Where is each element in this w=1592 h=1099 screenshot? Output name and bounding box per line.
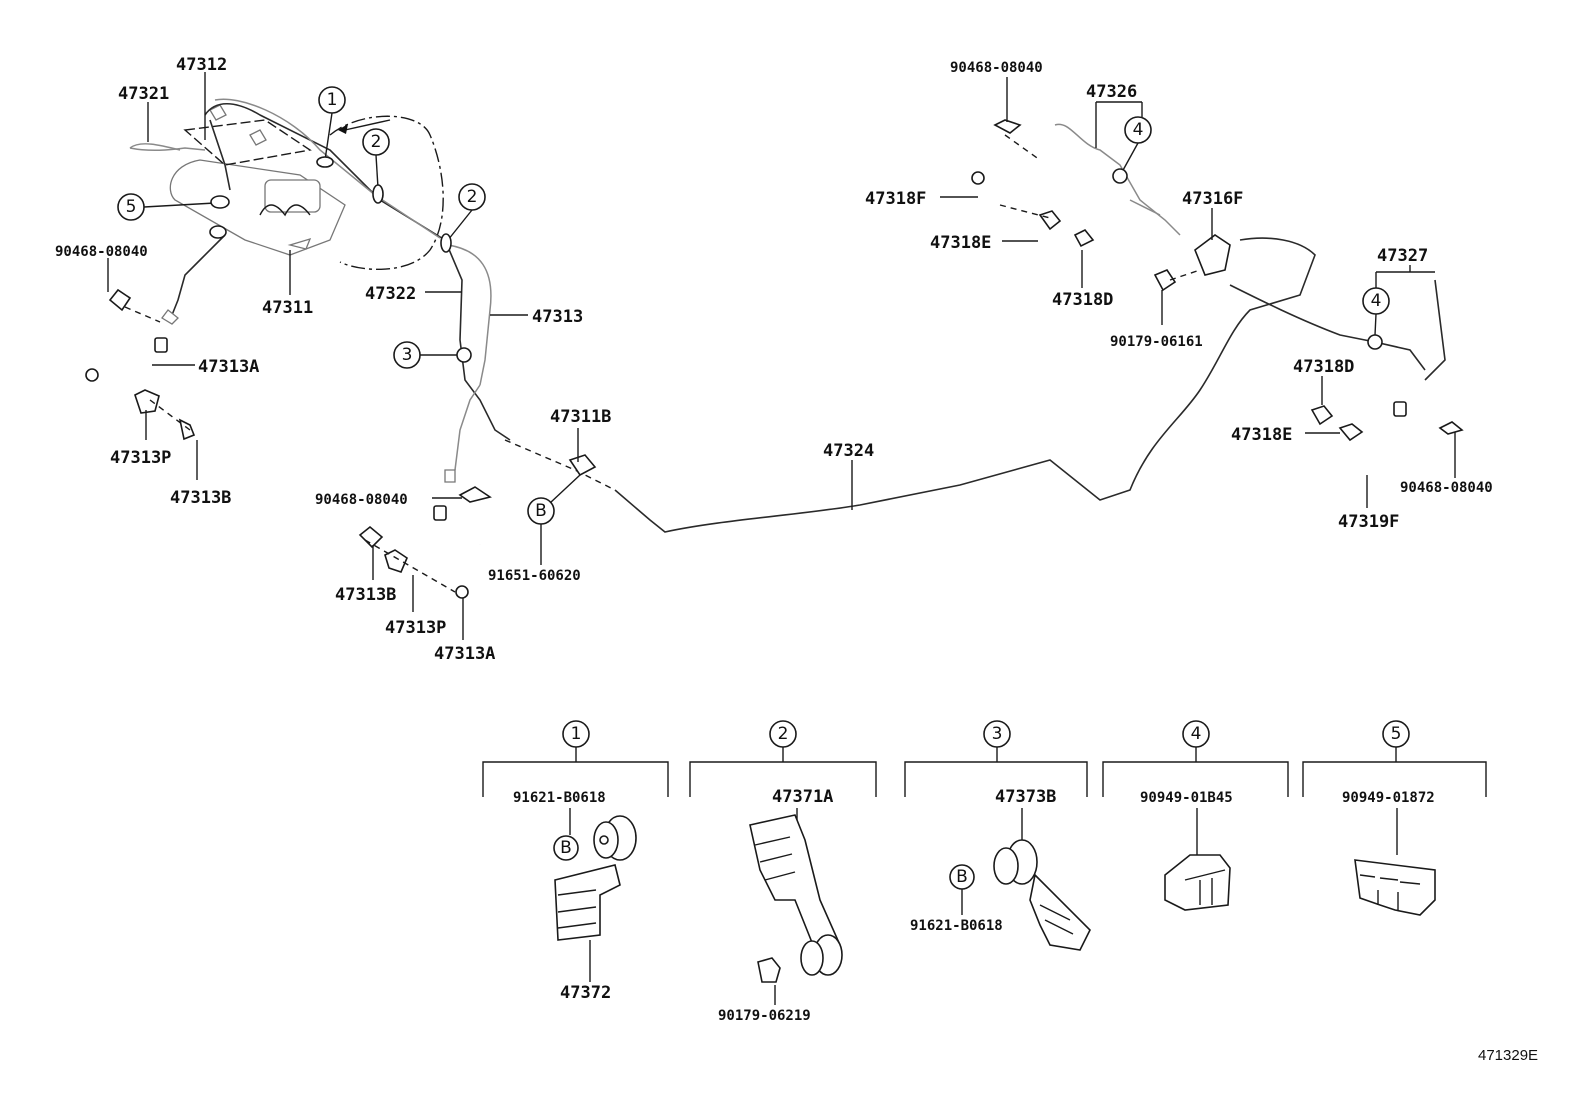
callout-b-label: B [535,501,547,521]
label-47313A-b: 47313A [434,644,495,664]
label-47313: 47313 [532,307,583,327]
callout-3-label: 3 [402,345,413,365]
label-47313P-a: 47313P [110,448,171,468]
rear-pipes [1054,123,1446,381]
callout-1-circle [318,86,346,114]
callout-4b-label: 4 [1371,291,1382,311]
label-47313A-a: 47313A [198,357,259,377]
brake-tube-47324 [614,237,1316,533]
label-47313P-b: 47313P [385,618,446,638]
label-91651-60620: 91651-60620 [488,568,581,584]
master-pipes [129,98,511,471]
detail-2-part-90179-06219: 90179-06219 [718,1008,811,1024]
detail-1-part-47372: 47372 [560,983,611,1003]
label-47322: 47322 [365,284,416,304]
detail-1-number: 1 [571,724,582,744]
label-47318E-b: 47318E [1231,425,1292,445]
callout-4a-label: 4 [1133,120,1144,140]
label-47318D-b: 47318D [1293,357,1354,377]
rear-right-hose [1310,401,1464,469]
rear-left-hose [971,119,1231,292]
label-47312: 47312 [176,55,227,75]
label-90468-08040-a: 90468-08040 [55,244,148,260]
callout-1-label: 1 [327,90,338,110]
part-labels: 47312 47321 90468-08040 47311 47313A 473… [55,55,1493,664]
figure-reference-code: 471329E [1478,1047,1538,1064]
detail-3-part-47373B: 47373B [995,787,1056,807]
label-47311B: 47311B [550,407,611,427]
leader-lines [107,72,1456,640]
label-47316F: 47316F [1182,189,1243,209]
callout-markers: 1 2 2 5 3 B 4 4 [117,86,1390,565]
label-47313B-a: 47313B [170,488,231,508]
detail-3-b-marker: B [956,867,968,887]
label-47313B-b: 47313B [335,585,396,605]
label-47318F: 47318F [865,189,926,209]
label-47318D-a: 47318D [1052,290,1113,310]
callout-2a-label: 2 [371,132,382,152]
front-left-hose [85,288,196,441]
label-90179-06161: 90179-06161 [1110,334,1203,350]
label-90468-08040-d: 90468-08040 [1400,480,1493,496]
detail-3-part-91621: 91621-B0618 [910,918,1003,934]
detail-4-part-90949-01B45: 90949-01B45 [1140,790,1233,806]
detail-1-part-91621: 91621-B0618 [513,790,606,806]
detail-5-part-90949-01872: 90949-01872 [1342,790,1435,806]
label-90468-08040-b: 90468-08040 [315,492,408,508]
label-47321: 47321 [118,84,169,104]
callout-2b-label: 2 [467,187,478,207]
label-47319F: 47319F [1338,512,1399,532]
detail-3-number: 3 [992,724,1003,744]
callout-5-label: 5 [126,197,137,217]
front-right-hose [358,439,616,599]
detail-2-part-47371A: 47371A [772,787,833,807]
brake-booster-assembly [169,104,444,271]
detail-4-number: 4 [1191,724,1202,744]
detail-legend: 1 2 3 4 5 91621-B0618 B 47372 47371A 901… [482,720,1487,1024]
label-47327: 47327 [1377,246,1428,266]
detail-1-b-marker: B [560,838,572,858]
label-47324: 47324 [823,441,874,461]
label-47318E-a: 47318E [930,233,991,253]
label-47326: 47326 [1086,82,1137,102]
detail-2-number: 2 [778,724,789,744]
label-47311: 47311 [262,298,313,318]
detail-5-number: 5 [1391,724,1402,744]
label-90468-08040-c: 90468-08040 [950,60,1043,76]
